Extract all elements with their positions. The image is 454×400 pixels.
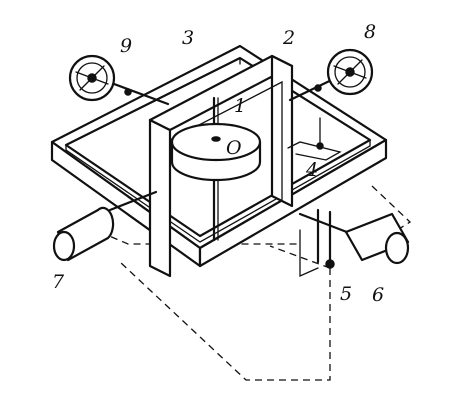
label-8: 8 xyxy=(364,21,376,43)
label-3: 3 xyxy=(182,27,194,49)
left-gear-wheel xyxy=(68,54,116,102)
part-labels: 1 O 2 3 4 5 6 7 8 9 xyxy=(52,21,384,306)
pickoff-5 xyxy=(298,208,354,278)
motor-6 xyxy=(344,212,410,265)
right-gear-wheel xyxy=(326,48,374,96)
label-4: 4 xyxy=(305,159,318,181)
rotor-disk xyxy=(170,122,262,182)
label-5: 5 xyxy=(340,283,352,305)
inner-frame xyxy=(148,54,294,278)
sensor-4 xyxy=(287,117,342,161)
control-dashed-lines xyxy=(99,185,412,381)
label-6: 6 xyxy=(372,284,384,306)
label-7: 7 xyxy=(52,271,65,293)
label-1: 1 xyxy=(234,95,246,117)
label-9: 9 xyxy=(120,35,132,57)
label-2: 2 xyxy=(282,27,295,49)
motor-7 xyxy=(52,190,158,262)
label-center-o: O xyxy=(226,137,242,159)
